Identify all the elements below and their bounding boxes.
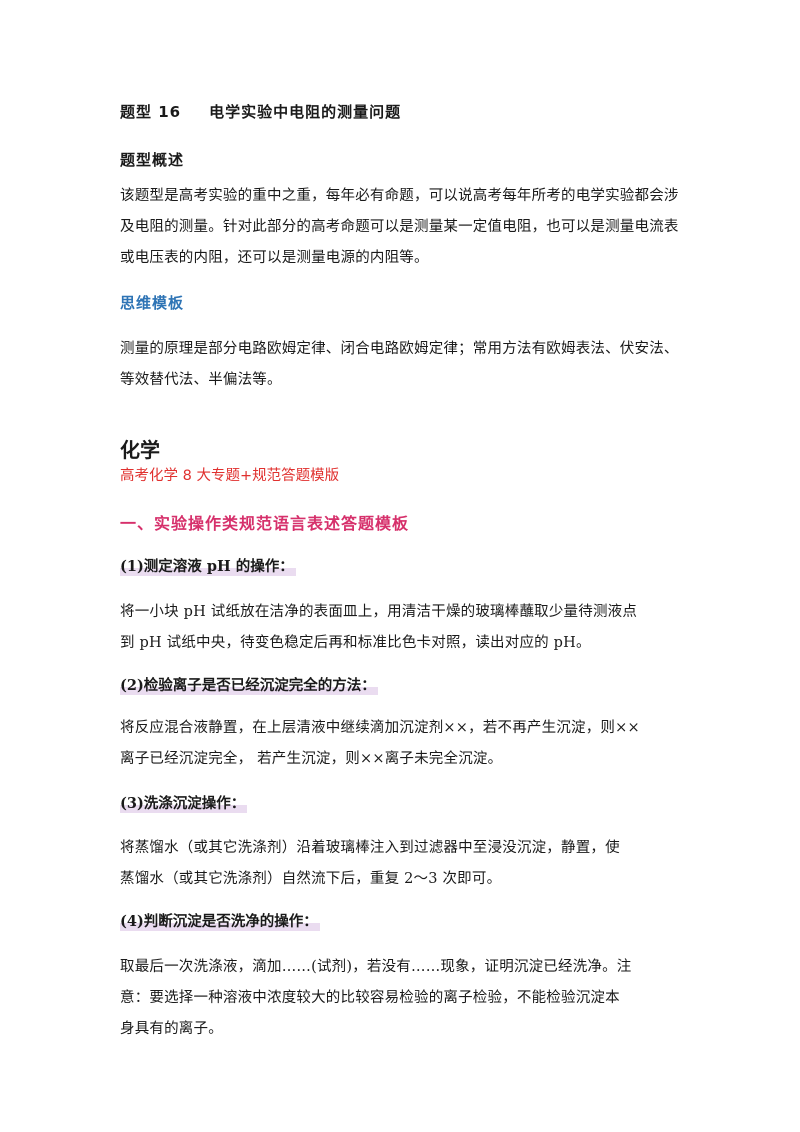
chemistry-heading: 化学 — [120, 438, 160, 462]
item-paragraph: 将反应混合液静置，在上层清液中继续滴加沉淀剂××，若不再产生沉淀，则×× 离子已… — [120, 713, 640, 775]
item-paragraph: 将一小块 pH 试纸放在洁净的表面皿上，用清洁干燥的玻璃棒蘸取少量待测液点 到 … — [120, 597, 637, 659]
template-line: 测量的原理是部分电路欧姆定律、闭合电路欧姆定律；常用方法有欧姆表法、伏安法、 — [120, 341, 679, 357]
title-text: 电学实验中电阻的测量问题 — [209, 103, 402, 121]
item-line: 蒸馏水（或其它洗涤剂）自然流下后，重复 2～3 次即可。 — [120, 871, 502, 887]
item-title: (3)洗涤沉淀操作： — [120, 792, 248, 813]
item-line: 到 pH 试纸中央，待变色稳定后再和标准比色卡对照，读出对应的 pH。 — [120, 635, 591, 651]
template-heading: 思维模板 — [120, 294, 185, 312]
page-title: 题型 16 电学实验中电阻的测量问题 — [120, 101, 401, 122]
item-line: 将一小块 pH 试纸放在洁净的表面皿上，用清洁干燥的玻璃棒蘸取少量待测液点 — [120, 604, 638, 620]
section-heading: 一、实验操作类规范语言表述答题模板 — [120, 514, 410, 533]
item-title-text: (2)检验离子是否已经沉淀完全的方法： — [120, 677, 378, 695]
item-title-text: (1)测定溶液 pH 的操作： — [120, 558, 296, 576]
title-label: 题型 16 — [120, 103, 182, 121]
item-title: (1)测定溶液 pH 的操作： — [120, 555, 296, 576]
item-title: (4)判断沉淀是否洗净的操作： — [120, 910, 320, 931]
item-title-text: (3)洗涤沉淀操作： — [120, 795, 248, 813]
item-paragraph: 取最后一次洗涤液，滴加……(试剂)，若没有……现象，证明沉淀已经洗净。注 意：要… — [120, 952, 632, 1045]
item-line: 将蒸馏水（或其它洗涤剂）沿着玻璃棒注入到过滤器中至浸没沉淀，静置，使 — [120, 840, 620, 856]
item-line: 意：要选择一种溶液中浓度较大的比较容易检验的离子检验，不能检验沉淀本 — [120, 990, 620, 1006]
item-line: 取最后一次洗涤液，滴加……(试剂)，若没有……现象，证明沉淀已经洗净。注 — [120, 959, 632, 975]
overview-line: 或电压表的内阻，还可以是测量电源的内阻等。 — [120, 250, 429, 266]
overview-paragraph: 该题型是高考实验的重中之重，每年必有命题，可以说高考每年所考的电学实验都会涉 及… — [120, 181, 679, 274]
template-line: 等效替代法、半偏法等。 — [120, 372, 282, 388]
item-line: 将反应混合液静置，在上层清液中继续滴加沉淀剂××，若不再产生沉淀，则×× — [120, 720, 640, 736]
chemistry-subtitle: 高考化学 8 大专题+规范答题模版 — [120, 468, 340, 484]
overview-line: 该题型是高考实验的重中之重，每年必有命题，可以说高考每年所考的电学实验都会涉 — [120, 188, 679, 204]
template-paragraph: 测量的原理是部分电路欧姆定律、闭合电路欧姆定律；常用方法有欧姆表法、伏安法、 等… — [120, 334, 679, 396]
overview-heading: 题型概述 — [120, 151, 185, 169]
item-line: 身具有的离子。 — [120, 1021, 223, 1037]
item-line: 离子已经沉淀完全， 若产生沉淀，则××离子未完全沉淀。 — [120, 751, 503, 767]
item-title-text: (4)判断沉淀是否洗净的操作： — [120, 913, 320, 931]
item-title: (2)检验离子是否已经沉淀完全的方法： — [120, 674, 378, 695]
overview-line: 及电阻的测量。针对此部分的高考命题可以是测量某一定值电阻，也可以是测量电流表 — [120, 219, 679, 235]
item-paragraph: 将蒸馏水（或其它洗涤剂）沿着玻璃棒注入到过滤器中至浸没沉淀，静置，使 蒸馏水（或… — [120, 833, 620, 895]
